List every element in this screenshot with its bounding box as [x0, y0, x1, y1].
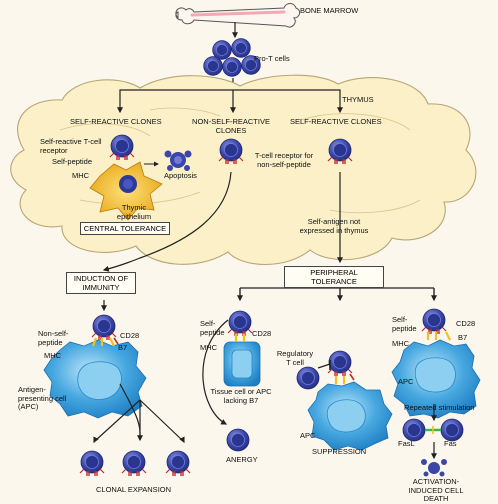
pro-t-cell-cluster	[203, 38, 261, 77]
label-thymic-epithelium: Thymic epithelium	[116, 203, 152, 221]
label-cd28-left: CD28	[120, 331, 140, 340]
label-self-reactive-left: SELF-REACTIVE CLONES	[70, 117, 162, 126]
label-apc-right: APC	[398, 377, 414, 386]
apoptotic-cell	[164, 150, 192, 171]
apc-suppression	[307, 381, 393, 451]
label-apc-left: Antigen-presenting cell (APC)	[18, 385, 67, 411]
label-b7-left: B7	[118, 343, 128, 352]
label-apoptosis: Apoptosis	[164, 171, 197, 180]
label-self-peptide-right: Self-peptide	[392, 315, 417, 333]
label-self-peptide-left: Self-peptide	[52, 157, 93, 166]
dying-t-cell	[421, 459, 447, 477]
t-cell-anergy-top	[228, 311, 252, 336]
label-suppression: SUPPRESSION	[312, 447, 367, 456]
label-non-self-reactive: NON-SELF-REACTIVE CLONES	[192, 117, 270, 135]
label-mhc-left: MHC	[72, 171, 90, 180]
thymus-lobe	[10, 74, 477, 266]
t-cell-fas	[440, 418, 464, 442]
label-non-self-peptide: Non-self-peptide	[38, 329, 69, 347]
regulatory-t-cell	[296, 366, 320, 390]
label-cd28-right: CD28	[456, 319, 476, 328]
t-cell-aicd-top	[422, 309, 446, 334]
label-bone-marrow: BONE MARROW	[300, 6, 359, 15]
expanded-t-cell-3	[166, 451, 190, 476]
label-cd28-mid: CD28	[252, 329, 272, 338]
label-mhc-mid: MHC	[200, 343, 218, 352]
label-clonal-expansion: CLONAL EXPANSION	[96, 485, 172, 494]
label-tissue-cell: Tissue cell or APC lacking B7	[210, 387, 272, 405]
label-self-reactive-right: SELF-REACTIVE CLONES	[290, 117, 382, 126]
expanded-t-cell-1	[80, 451, 104, 476]
label-mhc-right: MHC	[392, 339, 410, 348]
central-tolerance-box: CENTRAL TOLERANCE	[80, 222, 170, 235]
label-tcr-non-self: T-cell receptor for non-self-peptide	[254, 151, 314, 169]
peripheral-tolerance-box: PERIPHERAL TOLERANCE	[284, 266, 384, 288]
label-mhc-bottom-left: MHC	[44, 351, 62, 360]
anergic-t-cell	[226, 428, 250, 452]
label-repeated-stimulation: Repeated stimulation	[404, 403, 475, 412]
label-fasl: FasL	[398, 439, 415, 448]
induction-of-immunity-box: INDUCTION OF IMMUNITY	[66, 272, 136, 294]
label-regulatory-t-cell: Regulatory T cell	[276, 349, 314, 367]
apc-right	[391, 339, 481, 419]
t-cell-suppressed	[328, 351, 352, 376]
label-apc-mid: APC	[300, 431, 316, 440]
label-pro-t-cells: Pro-T cells	[254, 54, 290, 63]
activated-t-cell-left	[92, 315, 116, 340]
apc-left	[43, 339, 147, 419]
label-aicd: ACTIVATION-INDUCED CELL DEATH	[408, 477, 464, 503]
tissue-cell	[223, 341, 261, 387]
label-self-antigen: Self-antigen not expressed in thymus	[299, 217, 369, 235]
thymic-epithelium-cell	[89, 161, 163, 221]
label-thymus: THYMUS	[342, 95, 374, 104]
bone-icon	[175, 3, 301, 28]
label-self-reactive-tcr: Self-reactive T-cell receptor	[40, 137, 102, 155]
t-cell-fasl	[402, 418, 426, 442]
label-self-peptide-mid: Self-peptide	[200, 319, 225, 337]
label-anergy: ANERGY	[226, 455, 258, 464]
label-fas: Fas	[444, 439, 457, 448]
expanded-t-cell-2	[122, 451, 146, 476]
label-b7-right: B7	[458, 333, 468, 342]
